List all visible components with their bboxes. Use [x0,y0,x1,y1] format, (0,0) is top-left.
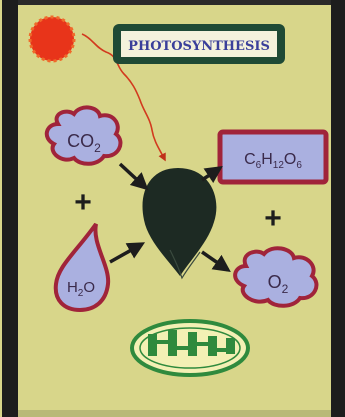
right-border [331,0,345,417]
plus-sign-left: + [74,186,92,219]
o2-subscript: 2 [282,282,289,296]
o2-bubble: O2 [235,248,316,306]
glucose-h: H [261,151,273,168]
title-box: PHOTOSYNTHESIS [113,24,285,64]
glucose-box: C6H12O6 [220,132,326,182]
o2-label: O [268,272,282,292]
top-border [18,0,331,5]
h2o-o: O [83,279,95,296]
h2o-h: H [67,279,78,296]
glucose-c: C [244,151,256,168]
glucose-o: O [284,151,296,168]
sun-icon [30,17,74,61]
bottom-border [18,410,331,417]
glucose-h-sub: 12 [273,160,285,171]
chloroplast-icon [132,321,248,375]
co2-subscript: 2 [94,141,101,155]
plus-sign-right: + [264,202,282,235]
glucose-o-sub: 6 [296,160,302,171]
co2-bubble: CO2 [47,107,121,163]
left-border [2,0,18,417]
poster-title: PHOTOSYNTHESIS [128,39,270,54]
co2-label: CO [67,131,94,151]
